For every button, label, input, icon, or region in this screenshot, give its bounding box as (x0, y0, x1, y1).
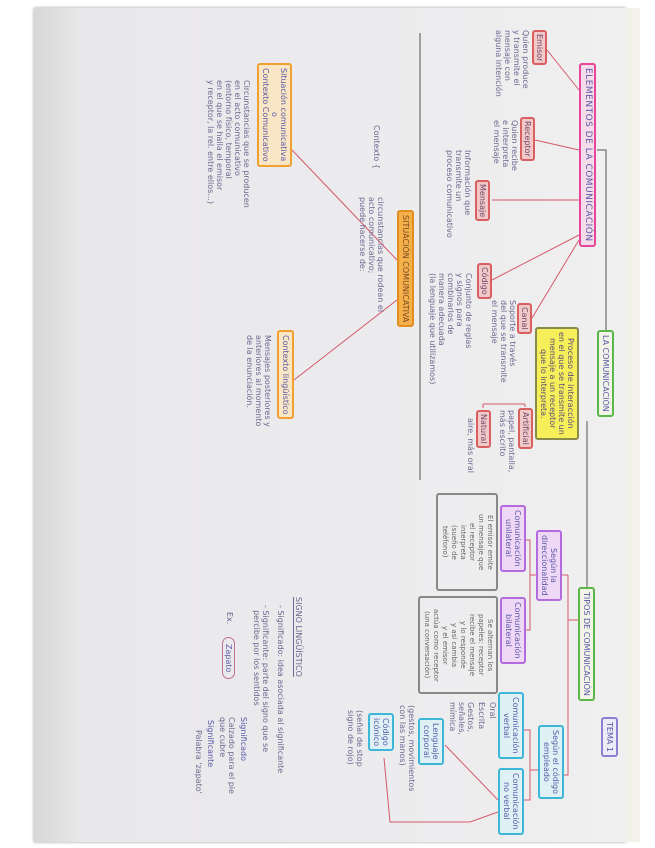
node-contexto-linguistico: Contexto lingüístico (277, 330, 294, 420)
signo-significante: - Significante: parte del signo que se p… (252, 605, 270, 753)
codigo-text: Conjunto de reglas y signos para combina… (428, 273, 473, 385)
canal-text: Soporte a través del que se transmite el… (490, 300, 517, 383)
contexto-linguistico-text: Mensajes posteriores y anteriores al mom… (245, 335, 272, 427)
verbal-oral: Oral (488, 702, 497, 719)
node-situacion-comunicativa: SITUACIÓN COMUNICATIVA (397, 210, 414, 328)
contexto-text: circunstancias que rodean el acto comuni… (358, 197, 385, 313)
signo-significado: - Significado: idea asociada al signific… (276, 605, 285, 774)
emisor-text: Quien produce y transmite el mensaje con… (494, 30, 530, 97)
tag-canal: Canal (517, 303, 532, 334)
signo-ejemplo: Ex. (225, 612, 234, 625)
tag-codigo: Código (477, 263, 492, 299)
mensaje-text: Información que transmite un proceso com… (445, 150, 472, 238)
node-elementos: ELEMENTOS DE LA COMUNICACIÓN (579, 63, 596, 247)
natural-text: aire, más oral (466, 418, 475, 473)
node-codigo-empleado: Según el código empleado (538, 725, 564, 800)
node-unilateral: Comunicación unilateral (500, 505, 526, 572)
definition-box: Proceso de interacción en el que se tran… (535, 327, 579, 440)
node-bilateral: Comunicación bilateral (500, 597, 526, 664)
contexto-comunicativo-text: Circunstancias que se producen en el act… (206, 80, 251, 208)
node-tipos-comunicacion: TIPOS DE COMUNICACIÓN (578, 587, 595, 701)
verbal-escrita: Escrita (477, 702, 486, 730)
topic-title: TEMA 1 (601, 717, 618, 757)
ej-significado: Calzado para el pie que cubre (218, 717, 236, 794)
verbal-text: Gestos, señales, mímica (448, 702, 475, 735)
node-la-comunicacion: LA COMUNICACIÓN (597, 330, 614, 417)
node-lenguaje-corporal: Lenguaje corporal (418, 718, 444, 765)
node-contexto-comunicativo: Situación comunicativa o Contexto Comuni… (257, 63, 292, 167)
ej-significado-label: Significado (239, 717, 248, 761)
paper-edge (626, 8, 640, 842)
node-direccionalidad: Según la direccionalidad (536, 530, 562, 601)
ej-significante-label: Significante (206, 720, 215, 768)
signo-ejemplo-word: Zapato (222, 637, 235, 680)
tag-receptor: Receptor (520, 117, 535, 161)
node-no-verbal: Comunicación no verbal (498, 768, 524, 835)
node-codigo-iconico: Código icónico (368, 713, 394, 752)
receptor-text: Quien recibe e interpreta el mensaje (492, 120, 519, 171)
unilateral-text: El emisor emite un mensaje que el recept… (436, 493, 498, 591)
ej-significante: Palabra 'zapato' (194, 730, 203, 794)
tag-emisor: Emisor (532, 30, 547, 66)
signo-title: SIGNO LINGÜÍSTICO (294, 597, 303, 677)
tag-natural: Natural (476, 410, 491, 448)
tag-mensaje: Mensaje (475, 180, 490, 222)
contexto-label: Contexto { (372, 125, 381, 169)
iconico-text: (señal de stop signo de rojo) (346, 710, 364, 767)
bilateral-text: Se alternan los papeles: receptor recibe… (418, 596, 498, 694)
tag-artificial: Artificial (518, 408, 533, 449)
artificial-text: papel, pantalla, más escrito (498, 410, 516, 473)
node-verbal: Comunicación verbal (498, 692, 524, 759)
corporal-text: (gestos, movimientos con las manos) (398, 705, 416, 792)
